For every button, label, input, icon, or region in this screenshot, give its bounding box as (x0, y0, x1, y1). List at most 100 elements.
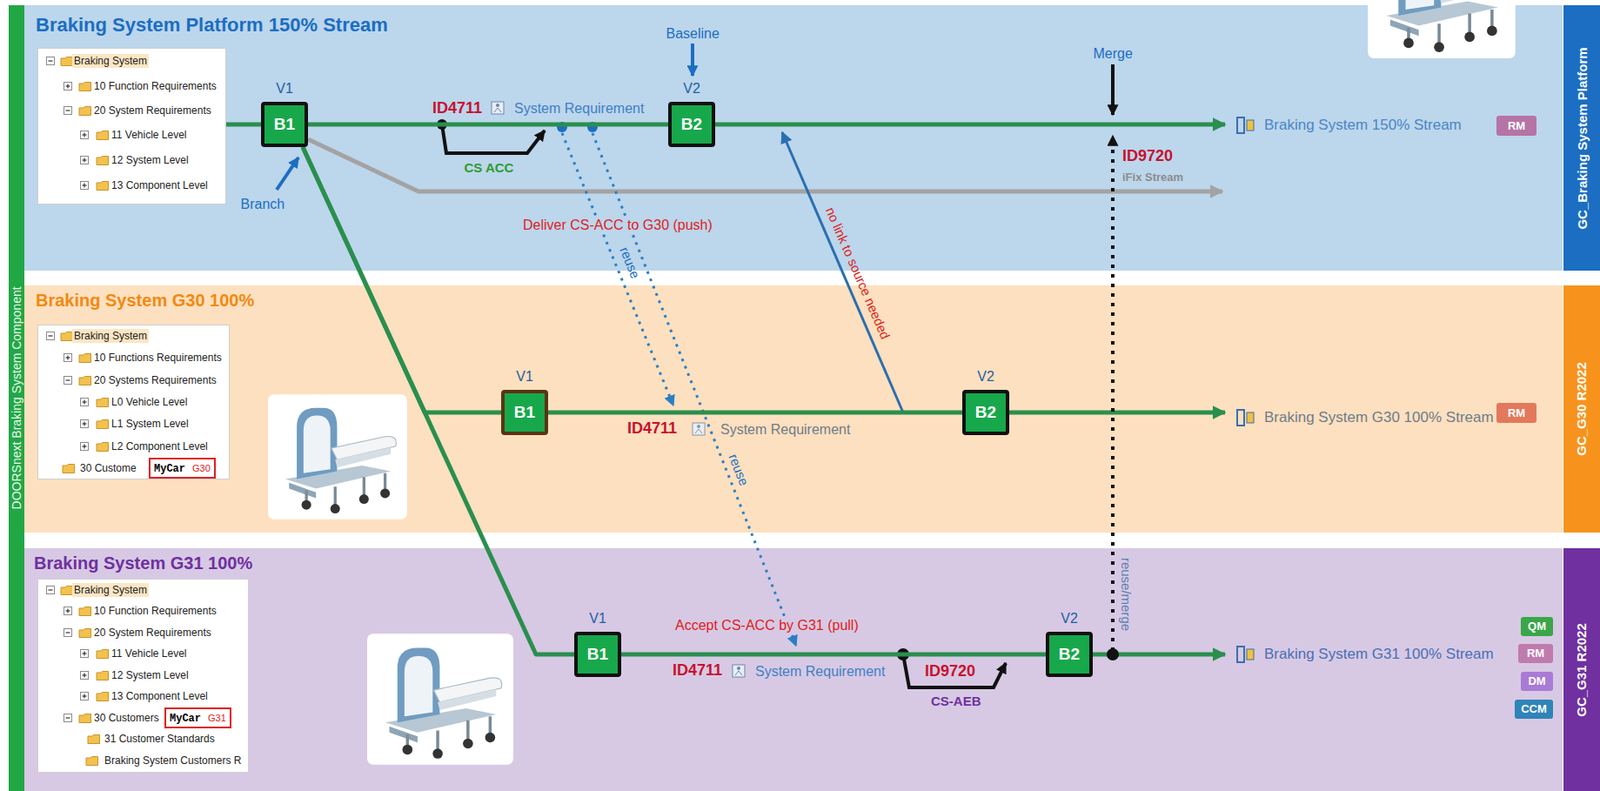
stream-name: Braking System G31 100% Stream (1262, 645, 1496, 663)
band-title: Braking System G30 100% (35, 290, 255, 311)
baseline-label: B1 (574, 635, 622, 674)
requirement-icon (692, 422, 705, 436)
folder-icon (95, 129, 110, 141)
expander-plus (83, 133, 85, 138)
baseline-label: B1 (501, 393, 549, 432)
tool-strip: DOORSnext Braking System Component (8, 5, 25, 791)
folder-shape (86, 756, 99, 766)
baseline-box: V2B2 (668, 101, 716, 148)
requirement-id: ID9720 (923, 662, 978, 682)
expander-plus (83, 158, 85, 163)
module-badge: CCM (1514, 699, 1554, 719)
stream-icon (1237, 117, 1254, 134)
requirement-id: ID4711 (625, 419, 679, 439)
module-badge-label: RM (1500, 115, 1533, 136)
tree-expander (80, 155, 89, 165)
expander-minus (66, 631, 71, 633)
stream-line (715, 122, 1226, 128)
tree-expander (80, 441, 89, 451)
folder-icon (78, 627, 93, 639)
tree-item: Braking System (72, 328, 149, 343)
tree-item: L0 Vehicle Level (109, 394, 189, 409)
folder-icon (78, 352, 93, 364)
expander-box (64, 354, 73, 362)
folder-shape (96, 181, 109, 191)
folder-shape (79, 714, 92, 724)
tree-expander (63, 81, 73, 91)
g31-band-ground (24, 548, 1563, 791)
baseline-box: V1B1 (261, 101, 308, 148)
reuse-arrow (592, 133, 797, 646)
version-label: V2 (668, 80, 716, 97)
folder-shape (96, 398, 109, 408)
expander-box (80, 131, 89, 140)
folder-shape (60, 586, 74, 596)
no-link-arrow (782, 132, 904, 413)
merge-pointer (1111, 64, 1115, 115)
folder-shape (96, 649, 109, 659)
module-badge-label: QM (1525, 616, 1549, 636)
baseline-pointer (690, 43, 695, 76)
module-badge: RM (1496, 402, 1537, 423)
strip-label: DOORSnext Braking System Component (9, 286, 25, 509)
folder-shape (96, 671, 109, 681)
tree-item: 31 Customer Standards (102, 731, 217, 746)
folder-shape (79, 107, 92, 116)
expander-minus (48, 589, 54, 590)
tree-expander (80, 180, 89, 190)
expander-plus (83, 651, 85, 657)
tree-item: 12 System Level (109, 668, 191, 683)
expander-box (64, 607, 73, 616)
expander-plus (83, 673, 85, 678)
reuse-label: reuse (615, 242, 644, 282)
requirement-id: ID4711 (670, 661, 724, 681)
folder-icon (95, 396, 110, 409)
stream-icon (1237, 409, 1254, 426)
requirement-id: ID9720 (1120, 147, 1175, 167)
expander-box (64, 714, 73, 723)
tree-panel: Braking System10 Functions Requirements2… (37, 324, 230, 480)
expander-minus (48, 334, 54, 336)
expander-box (46, 57, 55, 66)
tree-item: Braking System (72, 53, 149, 68)
requirement-icon (732, 664, 745, 677)
expander-minus (48, 60, 54, 61)
tree-item: Braking System (72, 582, 149, 597)
expander-plus (83, 400, 85, 405)
expander-box (64, 629, 73, 637)
tree-expander (80, 670, 89, 680)
tree-expander (46, 331, 55, 341)
stream-line (307, 122, 669, 128)
tree-expander (80, 649, 89, 658)
product-box: MyCarG30 (148, 457, 216, 479)
tree-item: 13 Component Level (109, 178, 210, 193)
folder-icon (95, 648, 110, 660)
tree-item: 30 Customers (92, 710, 161, 725)
stream-line (302, 147, 502, 413)
stream-name: Braking System 150% Stream (1262, 116, 1464, 134)
tree-item: 20 System Requirements (92, 625, 214, 640)
expander-box (80, 398, 89, 407)
version-label: V2 (1045, 610, 1093, 627)
baseline-label: B1 (261, 105, 308, 144)
device-picture (1367, 0, 1516, 59)
version-label: V1 (501, 368, 549, 385)
strip-label: GC_G30 R2022 (1573, 361, 1590, 456)
tree-panel: Braking System 10 Function Requirements 20… (37, 578, 249, 773)
requirement-id: ID4711 (430, 99, 484, 119)
tree-item: 11 Vehicle Level (109, 127, 189, 142)
baseline-box: V2B2 (1045, 631, 1093, 677)
expander-plus (83, 444, 85, 449)
folder-icon (61, 462, 76, 475)
component-strip: GC_G31 R2022 (1563, 548, 1600, 791)
folder-shape (60, 57, 74, 67)
tree-expander (63, 353, 73, 362)
module-badge-label: DM (1525, 671, 1549, 691)
module-badge: RM (1496, 115, 1537, 136)
expander-box (80, 156, 89, 165)
note-label: Accept CS-ACC by G31 (pull) (673, 616, 861, 634)
note-label: Deliver CS-ACC to G30 (push) (521, 216, 715, 234)
tree-item: Braking System Customers R (102, 753, 243, 768)
tree-item: 10 Function Requirements (92, 603, 219, 618)
expander-plus (83, 694, 85, 699)
